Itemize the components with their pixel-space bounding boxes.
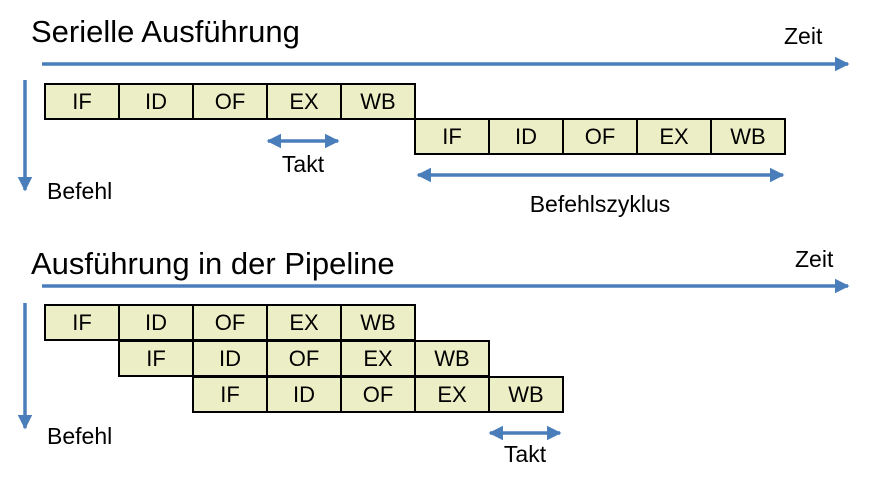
stage-box-of: OF [192, 83, 268, 120]
stage-box-wb: WB [414, 340, 490, 377]
serial-instruction-1-row: IF ID OF EX WB [44, 83, 416, 120]
serial-section-title: Serielle Ausführung [31, 14, 300, 49]
stage-box-ex: EX [414, 376, 490, 413]
pipeline-clock-label: Takt [503, 441, 547, 467]
stage-box-if: IF [44, 83, 120, 120]
stage-box-wb: WB [488, 376, 564, 413]
serial-clock-label: Takt [281, 151, 325, 177]
serial-instruction-cycle-label: Befehlszyklus [529, 191, 671, 217]
stage-box-wb: WB [710, 118, 786, 155]
pipeline-instruction-axis-label: Befehl [47, 423, 113, 449]
stage-box-ex: EX [266, 304, 342, 341]
pipeline-section-title: Ausführung in der Pipeline [31, 246, 395, 281]
stage-box-of: OF [266, 340, 342, 377]
pipeline-instruction-1-row: IF ID OF EX WB [44, 304, 416, 341]
stage-box-if: IF [414, 118, 490, 155]
stage-box-ex: EX [636, 118, 712, 155]
stage-box-id: ID [488, 118, 564, 155]
stage-box-of: OF [562, 118, 638, 155]
stage-box-if: IF [118, 340, 194, 377]
stage-box-wb: WB [340, 304, 416, 341]
stage-box-id: ID [118, 304, 194, 341]
stage-box-of: OF [340, 376, 416, 413]
stage-box-ex: EX [340, 340, 416, 377]
pipeline-instruction-3-row: IF ID OF EX WB [192, 376, 564, 413]
serial-instruction-axis-label: Befehl [47, 178, 113, 204]
stage-box-id: ID [118, 83, 194, 120]
stage-box-of: OF [192, 304, 268, 341]
stage-box-id: ID [266, 376, 342, 413]
pipeline-time-axis-label: Zeit [795, 246, 834, 272]
stage-box-ex: EX [266, 83, 342, 120]
pipeline-instruction-2-row: IF ID OF EX WB [118, 340, 490, 377]
stage-box-if: IF [192, 376, 268, 413]
serial-time-axis-label: Zeit [784, 23, 823, 49]
stage-box-id: ID [192, 340, 268, 377]
stage-box-if: IF [44, 304, 120, 341]
stage-box-wb: WB [340, 83, 416, 120]
serial-instruction-2-row: IF ID OF EX WB [414, 118, 786, 155]
